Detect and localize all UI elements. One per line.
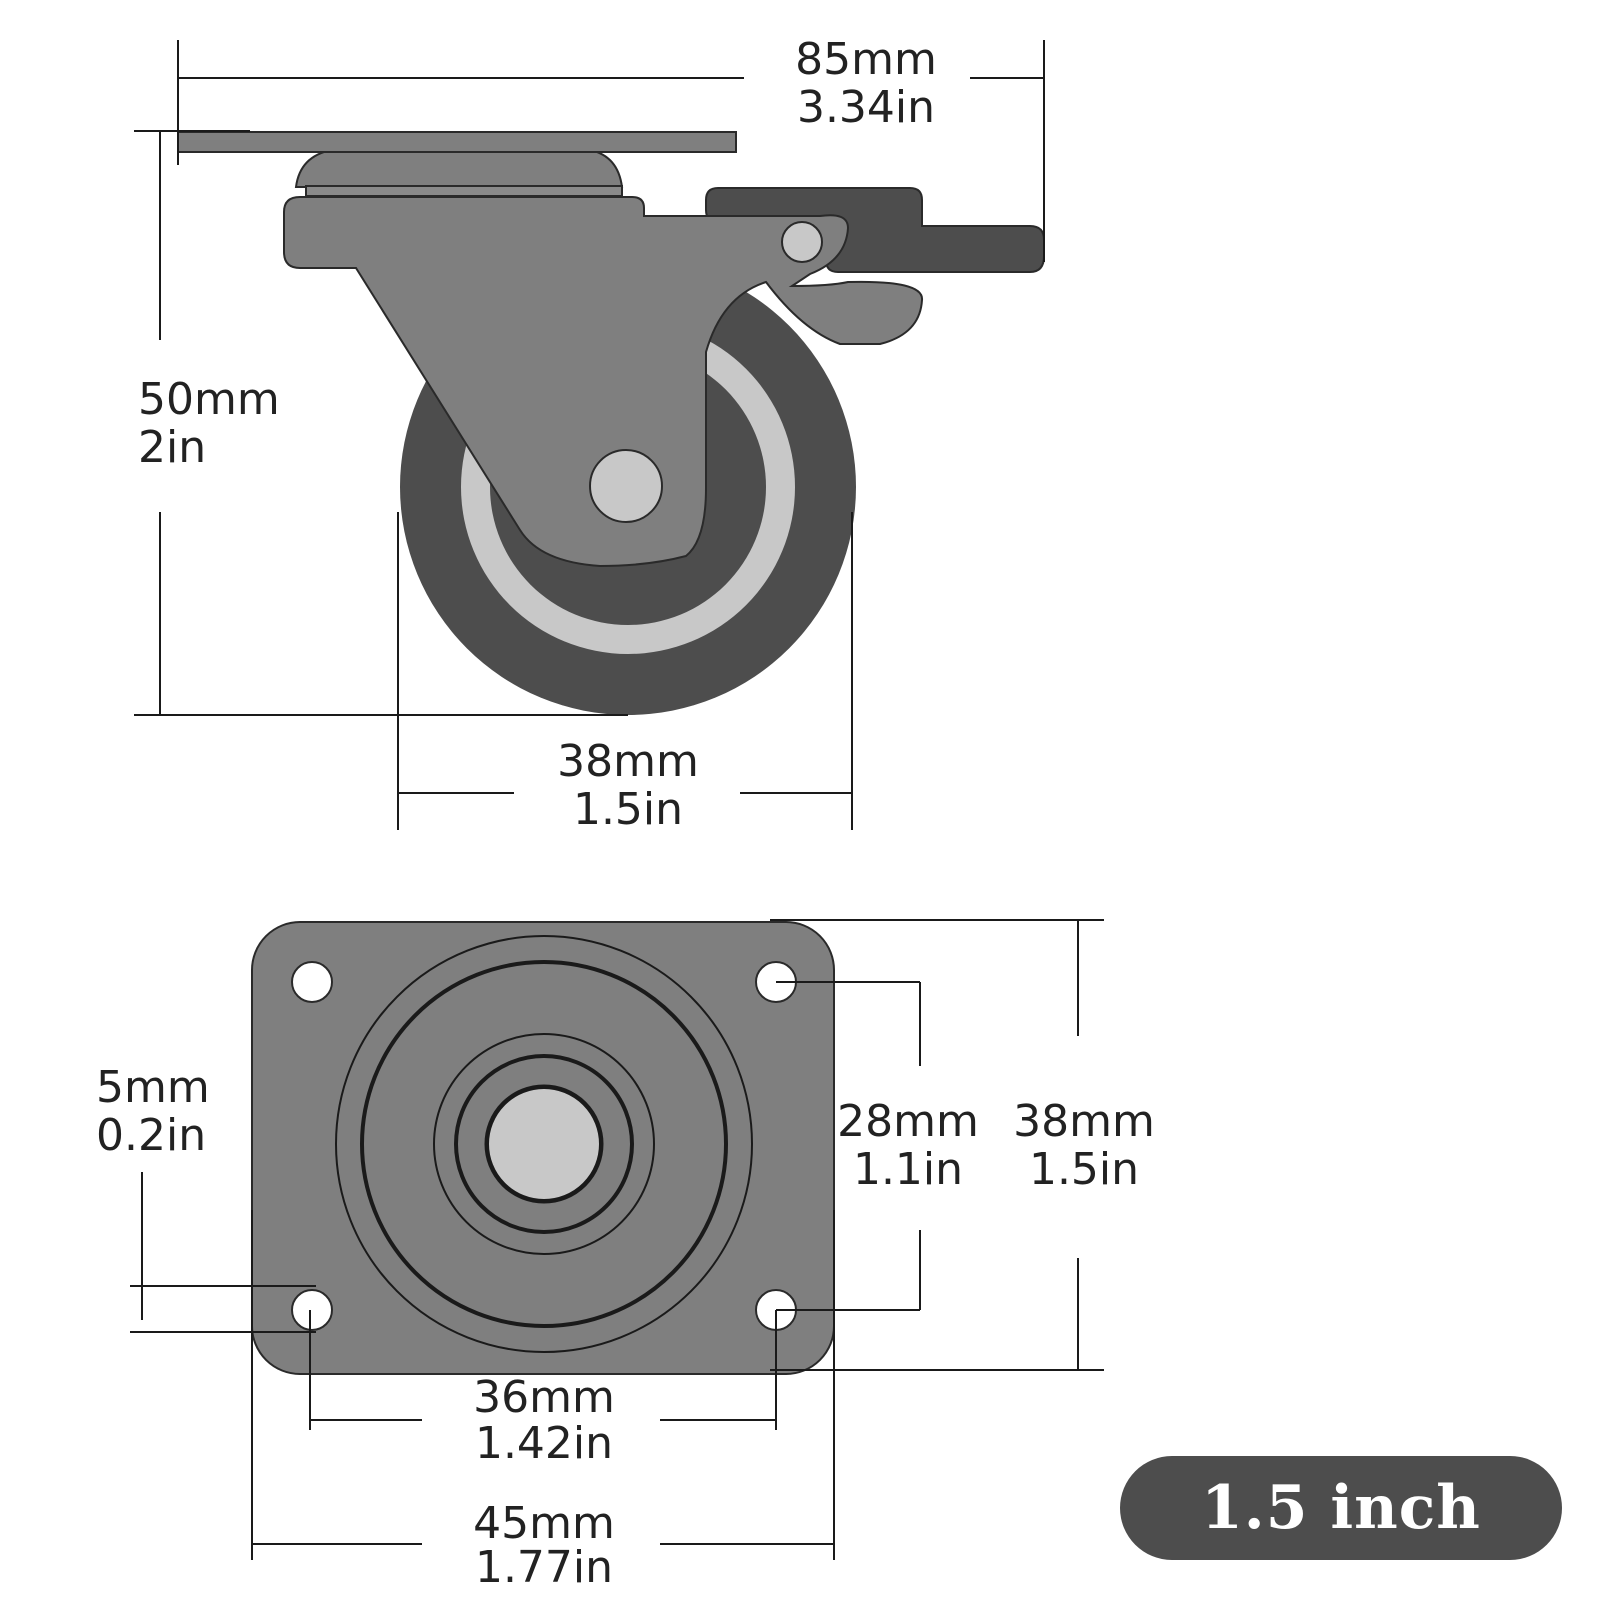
plate-width-mm-label: 45mm xyxy=(473,1498,615,1549)
caster-side-view xyxy=(177,131,1045,715)
hole-spacing-vertical-mm-label: 28mm xyxy=(837,1096,979,1147)
plate-bearing-ring xyxy=(433,1033,655,1255)
mount-hole-top-left xyxy=(291,961,333,1003)
size-badge: 1.5 inch xyxy=(1120,1456,1562,1560)
plate-outer-ring xyxy=(335,935,753,1353)
top-plate-side xyxy=(177,131,737,153)
hole-spacing-vertical-in-label: 1.1in xyxy=(853,1144,963,1195)
size-badge-label: 1.5 inch xyxy=(1201,1473,1481,1543)
wheel-diameter-in-label: 1.5in xyxy=(573,784,683,835)
height-in-label: 2in xyxy=(138,422,206,473)
plate-kingpin-ring xyxy=(484,1084,604,1204)
length-mm-label: 85mm xyxy=(795,34,937,85)
brake-pivot xyxy=(781,221,823,263)
swivel-ring xyxy=(305,185,623,197)
length-in-label: 3.34in xyxy=(797,82,935,133)
side-view-dimension-lines xyxy=(134,40,1045,830)
brake-pedal xyxy=(705,187,1045,273)
height-mm-label: 50mm xyxy=(138,374,280,425)
plate-width-in-label: 1.77in xyxy=(475,1542,613,1593)
swivel-head xyxy=(294,149,624,188)
caster-top-plate-view xyxy=(251,921,835,1375)
mount-hole-bottom-left xyxy=(291,1289,333,1331)
hole-spacing-horizontal-mm-label: 36mm xyxy=(473,1372,615,1423)
hole-diameter-mm-label: 5mm xyxy=(96,1062,210,1113)
wheel-diameter-mm-label: 38mm xyxy=(557,736,699,787)
kingpin-center xyxy=(487,1087,601,1201)
hole-diameter-in-label: 0.2in xyxy=(96,1110,206,1161)
hole-spacing-horizontal-in-label: 1.42in xyxy=(475,1418,613,1469)
plate-height-in-label: 1.5in xyxy=(1029,1144,1139,1195)
fork-body xyxy=(283,196,923,568)
plate-inner-ring xyxy=(454,1054,634,1234)
wheel-axle xyxy=(589,449,663,523)
plate-raceway-ring xyxy=(360,960,728,1328)
plate-height-mm-label: 38mm xyxy=(1013,1096,1155,1147)
plate-dimension-lines xyxy=(130,919,1104,1560)
